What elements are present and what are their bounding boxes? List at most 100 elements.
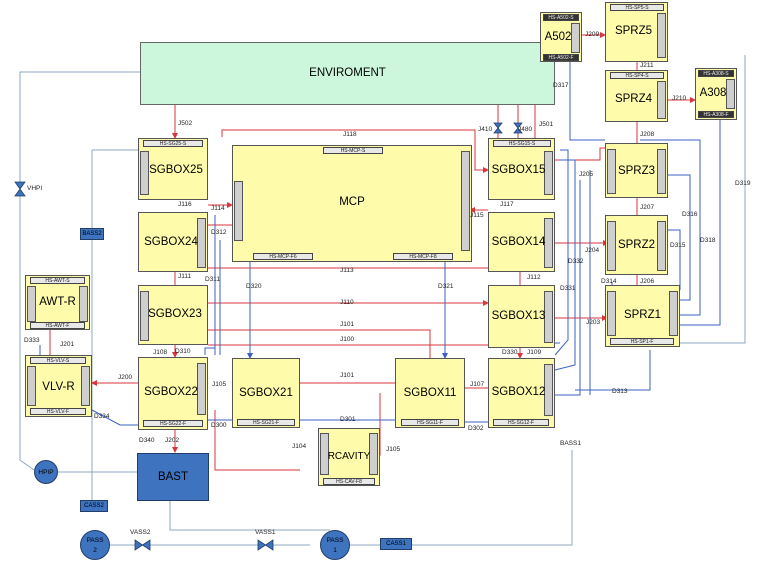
- cass2-pad[interactable]: CASS2: [80, 500, 108, 512]
- junction-j204: J204: [585, 247, 600, 254]
- sprz3-left-strip: [607, 149, 616, 194]
- link-d315: D315: [670, 242, 686, 249]
- junction-j410: J410: [478, 126, 493, 133]
- a502-volume[interactable]: HS-A502-S A502 HS-A502-F: [540, 12, 582, 62]
- sgbox13-volume[interactable]: SGBOX13: [488, 285, 555, 348]
- sgbox22-volume[interactable]: SGBOX22 HS-SG22-F: [138, 357, 208, 430]
- hs-sg21-strip: HS-SG21-F: [237, 419, 295, 426]
- hs-mcp-s-strip: HS-MCP-S: [323, 147, 383, 154]
- sgbox22-side-strip: [197, 363, 206, 415]
- rcavity-right-strip: [369, 433, 378, 475]
- link-d310: D310: [175, 348, 191, 355]
- sgbox14-volume[interactable]: SGBOX14: [488, 212, 555, 272]
- junction-j101: J101: [340, 321, 355, 328]
- sgbox23-volume[interactable]: SGBOX23: [138, 285, 208, 345]
- hs-awt-s-strip: HS-AWT-S: [30, 277, 85, 284]
- bast-label: BAST: [157, 471, 189, 483]
- hpip-pump[interactable]: HPIP: [34, 460, 58, 484]
- junction-j115: J115: [470, 212, 484, 219]
- a308-side-strip: [726, 79, 735, 109]
- cass1-pad[interactable]: CASS1: [380, 538, 412, 550]
- rcavity-label: RCAVITY: [327, 451, 371, 462]
- enviroment-label: ENVIROMENT: [309, 67, 386, 79]
- sprz2-left-strip: [607, 221, 616, 271]
- link-d331: D331: [560, 285, 576, 292]
- link-d316: D316: [682, 211, 698, 218]
- hs-mcp-f6-strip: HS-MCP-F6: [253, 253, 313, 260]
- sgbox21-volume[interactable]: SGBOX21 HS-SG21-F: [232, 358, 300, 428]
- hs-sg15-strip: HS-SG15-S: [493, 140, 551, 147]
- sprz1-right-strip: [669, 291, 678, 336]
- sprz5-volume[interactable]: HS-SP5-S SPRZ5: [605, 2, 668, 62]
- sgbox25-volume[interactable]: HS-SG25-S SGBOX25: [138, 138, 208, 200]
- vlv-r-side-strip-right: [81, 366, 90, 406]
- mcp-label: MCP: [339, 196, 365, 208]
- hs-a502-s-strip: HS-A502-S: [543, 14, 579, 21]
- sprz3-right-strip: [657, 149, 666, 194]
- hs-sp1-strip: HS-SP1-F: [610, 338, 674, 345]
- sprz1-volume[interactable]: SPRZ1 HS-SP1-F: [605, 285, 680, 347]
- junction-j105a: J105: [212, 381, 227, 388]
- link-d311: D311: [205, 276, 221, 283]
- link-d321: D321: [438, 283, 454, 290]
- rcavity-left-strip: [320, 433, 329, 475]
- bast-tank[interactable]: BAST: [137, 453, 209, 501]
- junction-j116: J116: [178, 201, 192, 208]
- junction-j110: J110: [340, 299, 354, 306]
- sgbox11-volume[interactable]: SGBOX11 HS-SG11-F: [395, 358, 465, 428]
- hs-sg25-strip: HS-SG25-S: [143, 140, 203, 147]
- sprz4-volume[interactable]: HS-SP4-S SPRZ4: [605, 70, 668, 122]
- sgbox21-label: SGBOX21: [239, 387, 293, 399]
- awt-r-side-strip-right: [79, 286, 88, 322]
- hs-a502-f-strip: HS-A502-F: [543, 54, 579, 61]
- pass2-tank[interactable]: PASS 2: [80, 530, 110, 560]
- pass1-tank[interactable]: PASS 1: [320, 530, 350, 560]
- link-d334: D334: [94, 413, 110, 420]
- a308-volume[interactable]: HS-A308-S A308 HS-A308-F: [695, 68, 737, 120]
- junction-j113: J113: [340, 267, 354, 274]
- mcp-volume[interactable]: HS-MCP-S MCP HS-MCP-F6 HS-MCP-F8: [232, 145, 472, 262]
- junction-j117: J117: [500, 201, 514, 208]
- junction-j114: J114: [211, 205, 225, 212]
- hs-sg22-strip: HS-SG22-F: [143, 420, 203, 427]
- link-d320: D320: [246, 283, 262, 290]
- sgbox15-volume[interactable]: HS-SG15-S SGBOX15: [488, 138, 555, 200]
- sgbox14-side-strip: [544, 218, 553, 268]
- junction-j210: J210: [672, 95, 687, 102]
- sgbox24-side-strip: [197, 218, 206, 268]
- a308-label: A308: [699, 87, 727, 99]
- sgbox12-volume[interactable]: SGBOX12 HS-SG12-F: [488, 358, 555, 428]
- link-d317: D317: [553, 82, 569, 89]
- junction-j107: J107: [470, 381, 485, 388]
- junction-j104: J104: [292, 443, 307, 450]
- junction-j203: J203: [586, 319, 601, 326]
- sprz4-label: SPRZ4: [614, 93, 653, 105]
- sgbox24-volume[interactable]: SGBOX24: [138, 212, 208, 272]
- rcavity-volume[interactable]: RCAVITY HS-CAV-F8: [318, 428, 380, 486]
- sgbox14-label: SGBOX14: [491, 236, 546, 248]
- sprz3-volume[interactable]: SPRZ3: [605, 143, 668, 198]
- hs-awt-f-strip: HS-AWT-F: [30, 322, 85, 329]
- junction-j209: J209: [585, 31, 600, 38]
- junction-j100: J100: [340, 336, 355, 343]
- link-d340: D340: [139, 437, 155, 444]
- awt-r-volume[interactable]: HS-AWT-S AWT-R HS-AWT-F: [25, 275, 90, 330]
- enviroment-volume[interactable]: ENVIROMENT: [140, 42, 555, 105]
- sprz2-volume[interactable]: SPRZ2: [605, 215, 668, 275]
- sgbox12-label: SGBOX12: [491, 386, 546, 398]
- junction-j112: J112: [527, 274, 541, 281]
- link-d313: D313: [612, 388, 628, 395]
- a502-side-strip: [571, 23, 580, 53]
- link-d333: D333: [24, 337, 40, 344]
- vlv-r-label: VLV-R: [42, 381, 75, 393]
- link-d314: D314: [601, 278, 617, 285]
- sgbox23-side-strip: [140, 291, 149, 341]
- sgbox24-label: SGBOX24: [144, 236, 198, 248]
- bass2-pad[interactable]: BASS2: [80, 228, 104, 240]
- vlv-r-volume[interactable]: HS-VLV-S VLV-R HS-VLV-F: [25, 355, 92, 417]
- sgbox15-label: SGBOX15: [491, 164, 546, 176]
- hs-mcp-f8-strip: HS-MCP-F8: [393, 253, 453, 260]
- valve-vass2-label: VASS2: [130, 529, 151, 536]
- sprz1-label: SPRZ1: [623, 309, 662, 321]
- junction-j207: J207: [640, 204, 655, 211]
